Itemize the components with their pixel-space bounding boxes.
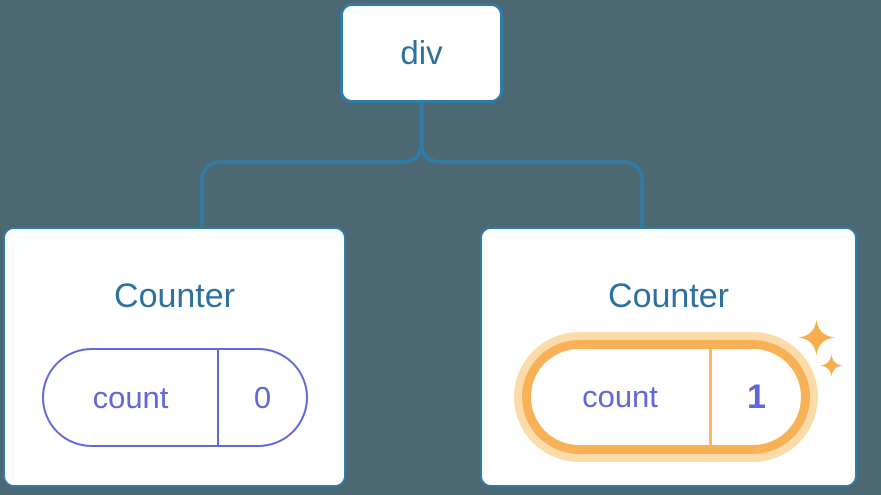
sparkle-small-icon xyxy=(820,354,843,377)
state-pill-divider xyxy=(709,349,712,445)
counter-card-1-state-pill: count 0 xyxy=(42,348,308,447)
state-key-label: count xyxy=(92,379,169,415)
counter-card-2-title: Counter xyxy=(608,277,729,315)
state-pill-divider xyxy=(217,350,219,445)
state-value: 0 xyxy=(253,379,272,415)
counter-card-1: Counter count 0 xyxy=(3,227,346,487)
counter-card-2-state-pill-highlighted: count 1 xyxy=(522,340,810,454)
connector-left-branch xyxy=(200,103,424,227)
counter-card-2: Counter count 1 xyxy=(480,227,857,487)
root-node-label: div xyxy=(400,34,443,71)
connector-right-branch xyxy=(419,103,644,227)
sparkle-large-icon xyxy=(798,319,835,356)
counter-card-1-title: Counter xyxy=(114,277,235,315)
root-node-div: div xyxy=(340,3,503,103)
state-value: 1 xyxy=(747,377,766,416)
state-key-label: count xyxy=(582,379,658,414)
